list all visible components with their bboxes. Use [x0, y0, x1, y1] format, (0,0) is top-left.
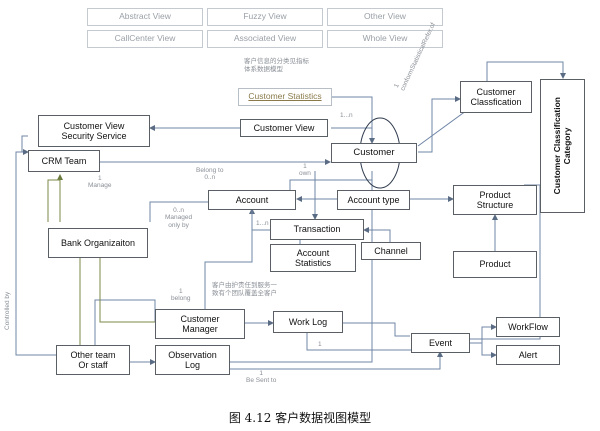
account-type-box: Account type: [337, 190, 410, 210]
observation-event-line: [230, 351, 443, 370]
work-log-label: Work Log: [288, 316, 328, 327]
product-label: Product: [479, 259, 511, 270]
worklog-bottom-line: [306, 333, 411, 351]
customer-box: Customer: [331, 143, 417, 163]
abstract-view-label: Abstract View: [119, 11, 171, 22]
own-label: 1 own: [299, 163, 311, 178]
transaction-box: Transaction: [270, 219, 364, 240]
callcenter-view-label: CallCenter View: [114, 33, 176, 44]
crm-security-line: [21, 135, 28, 152]
customer-view-security-label: Customer View Security Service: [61, 120, 127, 141]
associated-view-label: Associated View: [233, 33, 297, 44]
bank-left-line: [47, 179, 60, 222]
manager-account-line: [204, 210, 253, 309]
stats-customer-line: [332, 96, 375, 144]
customer-classification-category-label: Customer Classification Category: [551, 97, 572, 195]
customer-classification-box: Customer Classfication: [460, 81, 532, 113]
figure-caption: 图 4.12 客户数据视图模型: [228, 411, 372, 425]
customer-vertical-line: [230, 171, 373, 363]
category-line: [486, 61, 566, 81]
account-type-label: Account type: [347, 194, 400, 205]
observation-log-label: Observation Log: [168, 349, 217, 370]
classification-line: [418, 96, 461, 153]
crm-team-label: CRM Team: [41, 155, 87, 166]
worklog-event-line: [343, 322, 410, 337]
product-structure-label: Product Structure: [476, 189, 514, 210]
alert-label: Alert: [518, 349, 538, 360]
bank-organization-label: Bank Organizaiton: [60, 237, 136, 248]
belong-to-label: Belong to 0..n: [196, 167, 224, 182]
other-team-box: Other team Or staff: [56, 345, 130, 375]
one-to-n-label-a: 1...n: [340, 112, 353, 119]
other-view: Other View: [327, 8, 443, 26]
account-label: Account: [235, 194, 269, 205]
customer-statistics-box: Customer Statistics: [238, 88, 332, 106]
channel-transaction-line: [363, 227, 391, 242]
alert-box: Alert: [496, 345, 560, 365]
abstract-view: Abstract View: [87, 8, 203, 26]
callcenter-view: CallCenter View: [87, 30, 203, 48]
customer-view-label: Customer View: [253, 122, 315, 133]
product-structure-box: Product Structure: [453, 185, 537, 215]
channel-label: Channel: [374, 245, 408, 256]
event-workflow-line: [470, 324, 497, 344]
event-box: Event: [411, 333, 470, 353]
customer-label: Customer: [353, 146, 395, 158]
transaction-label: Transaction: [293, 224, 341, 235]
channel-box: Channel: [361, 242, 421, 260]
stats-note: 客户信息的分类见指标 体系数据模型: [244, 58, 309, 74]
workflow-box: WorkFlow: [496, 317, 560, 337]
customer-manager-label: Customer Manager: [180, 313, 220, 334]
manage-label: 1 Manage: [88, 175, 112, 190]
managed-only-by-label: 0..n Managed only by: [165, 207, 193, 229]
other-team-label: Other team Or staff: [70, 349, 116, 370]
account-statistics-box: Account Statistics: [270, 244, 356, 272]
fuzzy-view: Fuzzy View: [207, 8, 323, 26]
customer-statistics-label: Customer Statistics: [248, 91, 322, 102]
customer-view-security-service-box: Customer View Security Service: [38, 115, 150, 147]
workflow-label: WorkFlow: [508, 321, 548, 332]
customer-view-box: Customer View: [240, 119, 328, 137]
bank-account-line: [149, 201, 208, 222]
associated-view: Associated View: [207, 30, 323, 48]
manager-note: 客户由护责任到服务一 致有个团队覆盖全客户: [212, 282, 277, 298]
crm-team-box: CRM Team: [28, 150, 100, 172]
one-label-c: 1: [318, 341, 322, 348]
bank-manager-line: [99, 258, 155, 323]
event-label: Event: [428, 337, 452, 348]
customer-manager-box: Customer Manager: [155, 309, 245, 339]
bank-organization-box: Bank Organizaiton: [48, 228, 148, 258]
customer-classification-category-box: Customer Classification Category: [540, 79, 585, 213]
customer-classification-label: Customer Classfication: [470, 86, 522, 107]
product-box: Product: [453, 251, 537, 278]
whole-view-label: Whole View: [362, 33, 408, 44]
account-box: Account: [208, 190, 296, 210]
whole-view: Whole View: [327, 30, 443, 48]
controlled-by-label: Controlled by: [4, 291, 11, 330]
work-log-box: Work Log: [273, 311, 343, 333]
one-to-n-label-b: 1...n: [256, 220, 269, 227]
event-alert-line: [481, 343, 497, 358]
be-sent-to-label: 1 Be Sent to: [246, 370, 277, 385]
account-statistics-label: Account Statistics: [294, 247, 331, 268]
belong-label: 1 belong: [171, 288, 191, 303]
observation-log-box: Observation Log: [155, 345, 230, 375]
fuzzy-view-label: Fuzzy View: [243, 11, 287, 22]
other-view-label: Other View: [364, 11, 406, 22]
